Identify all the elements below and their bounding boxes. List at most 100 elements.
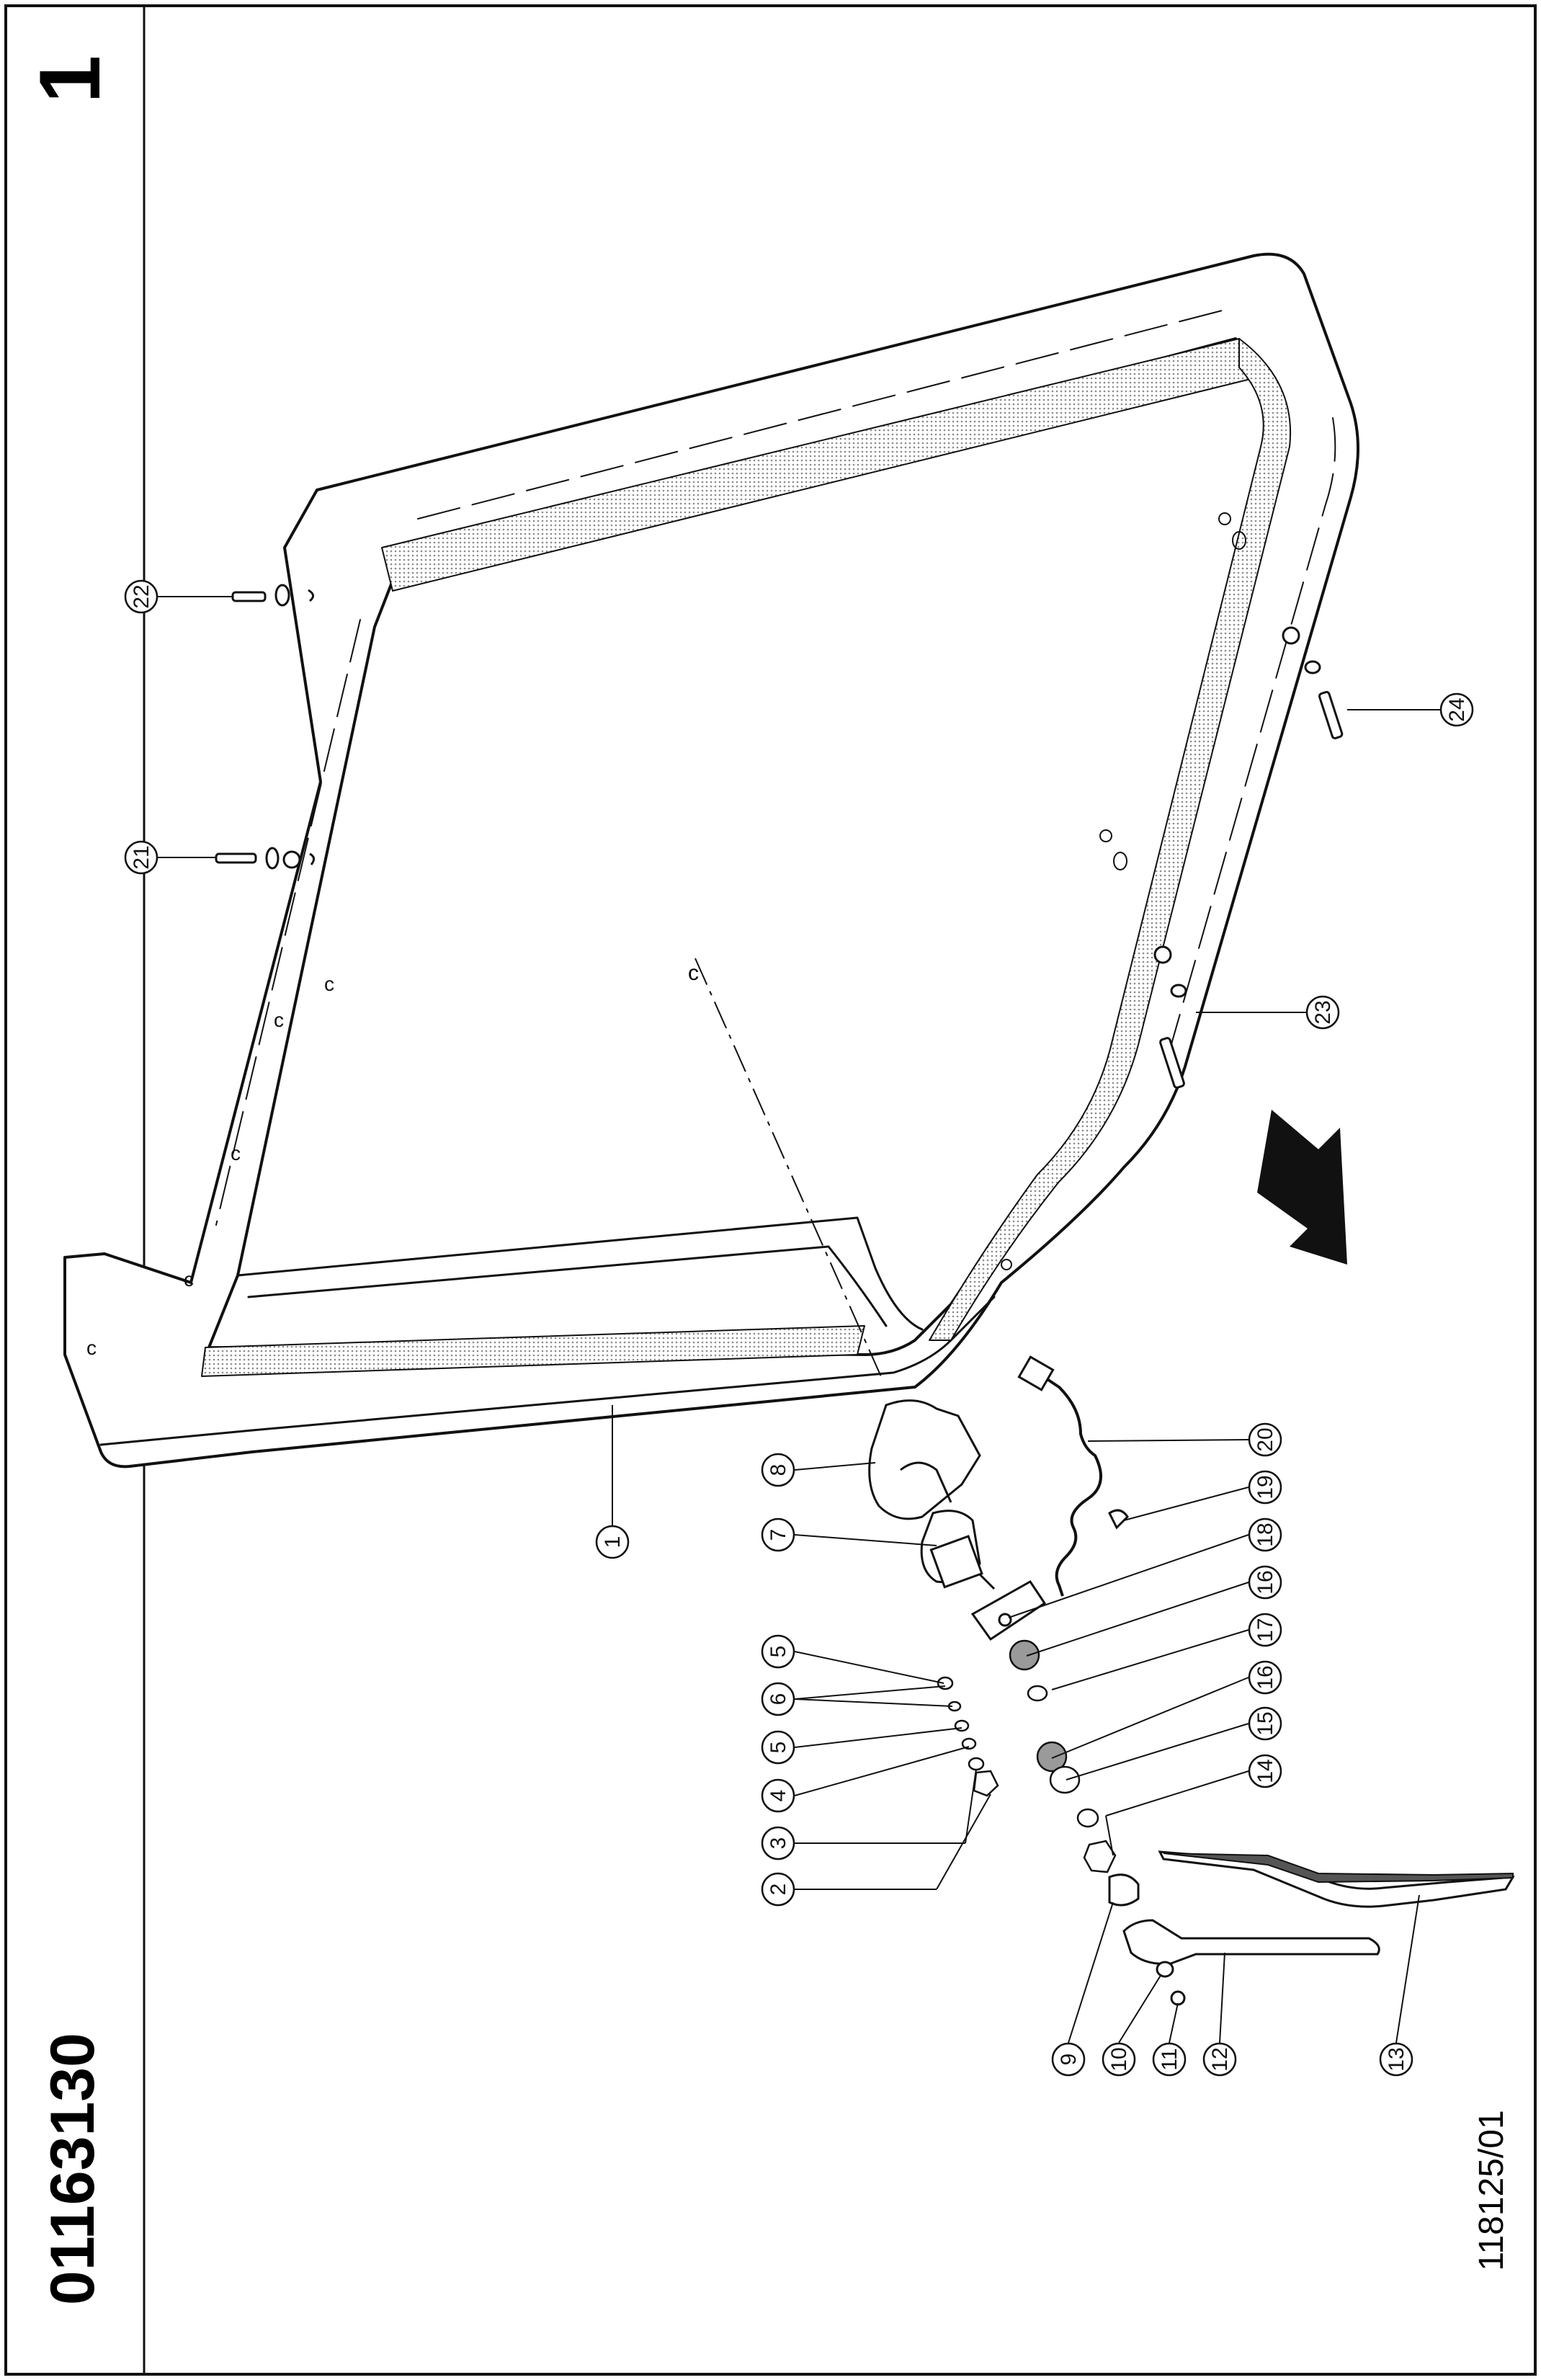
wiper-axis-centerline	[694, 958, 883, 1381]
callout-leaders	[157, 596, 1441, 2043]
frame-hidden-line-right	[1166, 417, 1336, 1060]
svg-text:c: c	[274, 1009, 284, 1031]
callouts: 1 2 3 4 5 6 5 7 8 9 10 1	[124, 579, 1474, 2077]
motor-cover	[868, 1399, 981, 1520]
washer-5-lower	[954, 1719, 970, 1732]
svg-text:9: 9	[1057, 2054, 1081, 2066]
frame-front-face-line	[99, 1296, 996, 1446]
nut-2	[973, 1770, 999, 1797]
seal-16-lower	[1036, 1741, 1068, 1773]
callout-2: 2	[761, 1872, 795, 1907]
bolt-23	[1159, 1037, 1185, 1089]
motor-bracket	[970, 1580, 1047, 1641]
callout-5-upper: 5	[761, 1634, 795, 1669]
svg-text:c: c	[324, 973, 334, 995]
motor-shaft	[978, 1573, 996, 1590]
frame-seal-clips	[1001, 512, 1246, 1270]
washer-24	[1304, 660, 1321, 674]
callout-9: 9	[1051, 2042, 1086, 2077]
svg-text:20: 20	[1254, 1427, 1277, 1451]
washer-17	[1027, 1685, 1048, 1702]
washer-4	[961, 1737, 977, 1750]
svg-text:12: 12	[1208, 2047, 1232, 2071]
callout-16-upper: 16	[1248, 1565, 1282, 1600]
callout-4: 4	[761, 1778, 795, 1813]
svg-text:2: 2	[767, 1884, 790, 1896]
frame-hidden-line-left	[215, 619, 361, 1226]
arm-cap	[1108, 1873, 1140, 1907]
cable-clip	[1108, 1509, 1129, 1530]
callout-12: 12	[1202, 2042, 1237, 2077]
svg-text:8: 8	[767, 1464, 790, 1476]
callout-20: 20	[1248, 1422, 1282, 1457]
callout-16-lower: 16	[1248, 1660, 1282, 1695]
callout-22: 22	[124, 579, 158, 614]
washer-22	[274, 584, 290, 607]
wiper-arm	[1122, 1919, 1380, 1965]
callout-11: 11	[1152, 2042, 1187, 2077]
callout-19: 19	[1248, 1470, 1282, 1505]
callout-8: 8	[761, 1453, 795, 1487]
washer-15	[1049, 1765, 1081, 1794]
callout-1: 1	[595, 1525, 630, 1559]
svg-text:19: 19	[1254, 1475, 1277, 1499]
window-frame: c c c c c	[63, 252, 1359, 1468]
svg-text:17: 17	[1254, 1618, 1277, 1641]
blade-frame	[1158, 1850, 1515, 1908]
svg-text:16: 16	[1254, 1570, 1277, 1594]
callout-10: 10	[1102, 2042, 1136, 2077]
axis-clip-mark: c	[688, 961, 699, 985]
callout-15: 15	[1248, 1706, 1282, 1741]
svg-text:1: 1	[601, 1536, 625, 1548]
washer-10	[1156, 1961, 1174, 1978]
motor-plate	[929, 1535, 983, 1589]
bolt-21	[215, 852, 257, 864]
bolt-24	[1318, 690, 1344, 740]
svg-text:24: 24	[1445, 697, 1469, 721]
callout-5-lower: 5	[761, 1730, 795, 1765]
gasket-right	[929, 338, 1292, 1341]
callout-3: 3	[761, 1826, 795, 1860]
svg-text:23: 23	[1311, 1000, 1335, 1024]
part-number: 01163130	[38, 2033, 107, 2305]
direction-arrow	[1257, 1110, 1347, 1265]
blade-rubber	[1163, 1853, 1514, 1884]
svg-text:c: c	[86, 1337, 97, 1359]
spindle-hardware-stack	[937, 1676, 999, 1797]
svg-text:c: c	[231, 1142, 241, 1164]
frame-clips-left: c c c c c	[86, 973, 334, 1359]
svg-text:15: 15	[1254, 1711, 1277, 1735]
frame-inner-post	[236, 1216, 924, 1331]
svg-text:21: 21	[130, 845, 153, 869]
seal-16-upper	[1009, 1639, 1040, 1671]
cable-connector	[1017, 1355, 1055, 1391]
svg-text:16: 16	[1254, 1665, 1277, 1689]
clip-22	[308, 589, 314, 602]
motor-cover-face	[900, 1461, 952, 1503]
callout-21: 21	[124, 840, 158, 875]
callout-6: 6	[761, 1682, 795, 1716]
svg-text:5: 5	[767, 1646, 790, 1658]
nut-24	[1282, 626, 1300, 645]
callout-17: 17	[1248, 1613, 1282, 1647]
washer-21	[265, 847, 280, 870]
svg-text:13: 13	[1385, 2047, 1408, 2071]
svg-text:18: 18	[1254, 1523, 1277, 1546]
callout-13: 13	[1379, 2042, 1413, 2077]
svg-text:3: 3	[767, 1837, 790, 1850]
svg-text:6: 6	[767, 1693, 790, 1706]
washer-23	[1170, 984, 1187, 998]
clip-21	[309, 852, 315, 865]
svg-text:11: 11	[1158, 2048, 1182, 2070]
svg-text:c: c	[184, 1268, 194, 1291]
svg-text:4: 4	[767, 1790, 790, 1802]
callout-14: 14	[1248, 1754, 1282, 1788]
svg-text:7: 7	[767, 1529, 790, 1541]
drawing-number: 118125/01	[1473, 2110, 1511, 2270]
wiper-arm-assembly	[1108, 1873, 1380, 2006]
svg-text:10: 10	[1107, 2047, 1131, 2071]
svg-text:14: 14	[1254, 1759, 1277, 1783]
callout-18: 18	[1248, 1517, 1282, 1552]
nut-14-upper	[1076, 1808, 1099, 1828]
